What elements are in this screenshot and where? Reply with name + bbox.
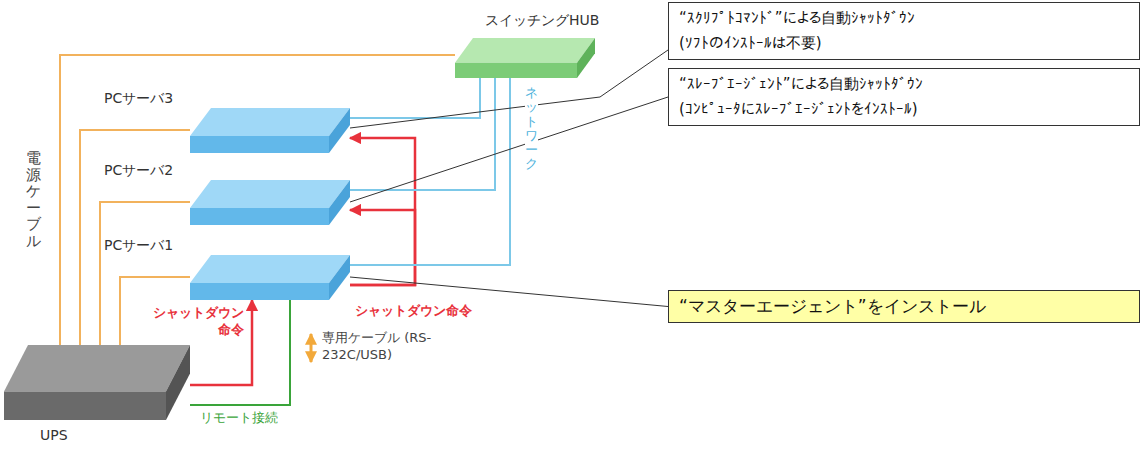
- pc-server: PCサーバ2: [190, 180, 350, 225]
- slab-shape: [4, 345, 190, 420]
- slab-shape: [190, 180, 350, 225]
- slab-face: [166, 345, 190, 420]
- callout-text: “ｽｸﾘﾌﾟﾄｺﾏﾝﾄﾞ”による自動ｼｬｯﾄﾀﾞｳﾝ: [679, 6, 1129, 31]
- leader-line: [350, 277, 668, 307]
- slab-face: [329, 255, 350, 300]
- callout-text: (ｺﾝﾋﾟｭｰﾀにｽﾚｰﾌﾞｴｰｼﾞｪﾝﾄをｲﾝｽﾄｰﾙ): [679, 97, 1129, 122]
- slab-shape: [190, 255, 350, 300]
- slab-face: [4, 392, 166, 421]
- node-label: PCサーバ3: [104, 90, 173, 108]
- cable-double-arrow: [310, 334, 313, 362]
- node-label: UPS: [40, 427, 68, 443]
- pc-server: PCサーバ1: [190, 255, 350, 300]
- slab-face: [190, 180, 350, 208]
- ups-unit: UPS: [4, 345, 190, 420]
- cable-line: [350, 78, 480, 118]
- slab-face: [329, 108, 350, 153]
- slab-shape: [455, 38, 595, 78]
- cable-label: 専用ケーブル (RS-232C/USB): [322, 330, 440, 364]
- switching-hub: スイッチングHUB: [455, 38, 595, 78]
- cable-label: 電源ケーブル: [26, 150, 41, 249]
- slab-face: [190, 108, 350, 136]
- callout-text: “マスターエージェント”をインストール: [679, 294, 1129, 319]
- network-label: ネットワーク: [525, 86, 538, 172]
- slab-face: [190, 283, 329, 300]
- slab-shape: [190, 108, 350, 153]
- slab-face: [190, 136, 329, 153]
- cable-line: [100, 202, 190, 345]
- callout-box: “ｽｸﾘﾌﾟﾄｺﾏﾝﾄﾞ”による自動ｼｬｯﾄﾀﾞｳﾝ(ｿﾌﾄのｲﾝｽﾄｰﾙは不要…: [668, 2, 1140, 60]
- node-label: スイッチングHUB: [485, 12, 599, 30]
- pc-server: PCサーバ3: [190, 108, 350, 153]
- slab-face: [190, 208, 329, 225]
- cable-line: [350, 78, 510, 265]
- edge-label: リモート接続: [200, 410, 278, 427]
- edge-label: シャットダウン命令: [355, 303, 472, 320]
- shutdown-arrow: [350, 210, 415, 285]
- edge-label: シャットダウン 命令: [150, 305, 244, 339]
- slab-face: [455, 63, 577, 78]
- callout-box: “マスターエージェント”をインストール: [668, 290, 1140, 323]
- callout-text: (ｿﾌﾄのｲﾝｽﾄｰﾙは不要): [679, 31, 1129, 56]
- leader-line: [350, 97, 668, 202]
- node-label: PCサーバ1: [104, 237, 173, 255]
- slab-face: [577, 38, 595, 78]
- cable-line: [60, 55, 455, 345]
- slab-face: [329, 180, 350, 225]
- callout-box: “ｽﾚｰﾌﾞｴｰｼﾞｪﾝﾄ”による自動ｼｬｯﾄﾀﾞｳﾝ(ｺﾝﾋﾟｭｰﾀにｽﾚｰﾌ…: [668, 68, 1140, 126]
- slab-face: [190, 255, 350, 283]
- shutdown-arrow: [350, 138, 415, 285]
- node-label: PCサーバ2: [104, 162, 173, 180]
- slab-face: [4, 345, 190, 392]
- cable-line: [350, 78, 495, 190]
- callout-text: “ｽﾚｰﾌﾞｴｰｼﾞｪﾝﾄ”による自動ｼｬｯﾄﾀﾞｳﾝ: [679, 72, 1129, 97]
- slab-face: [455, 38, 595, 63]
